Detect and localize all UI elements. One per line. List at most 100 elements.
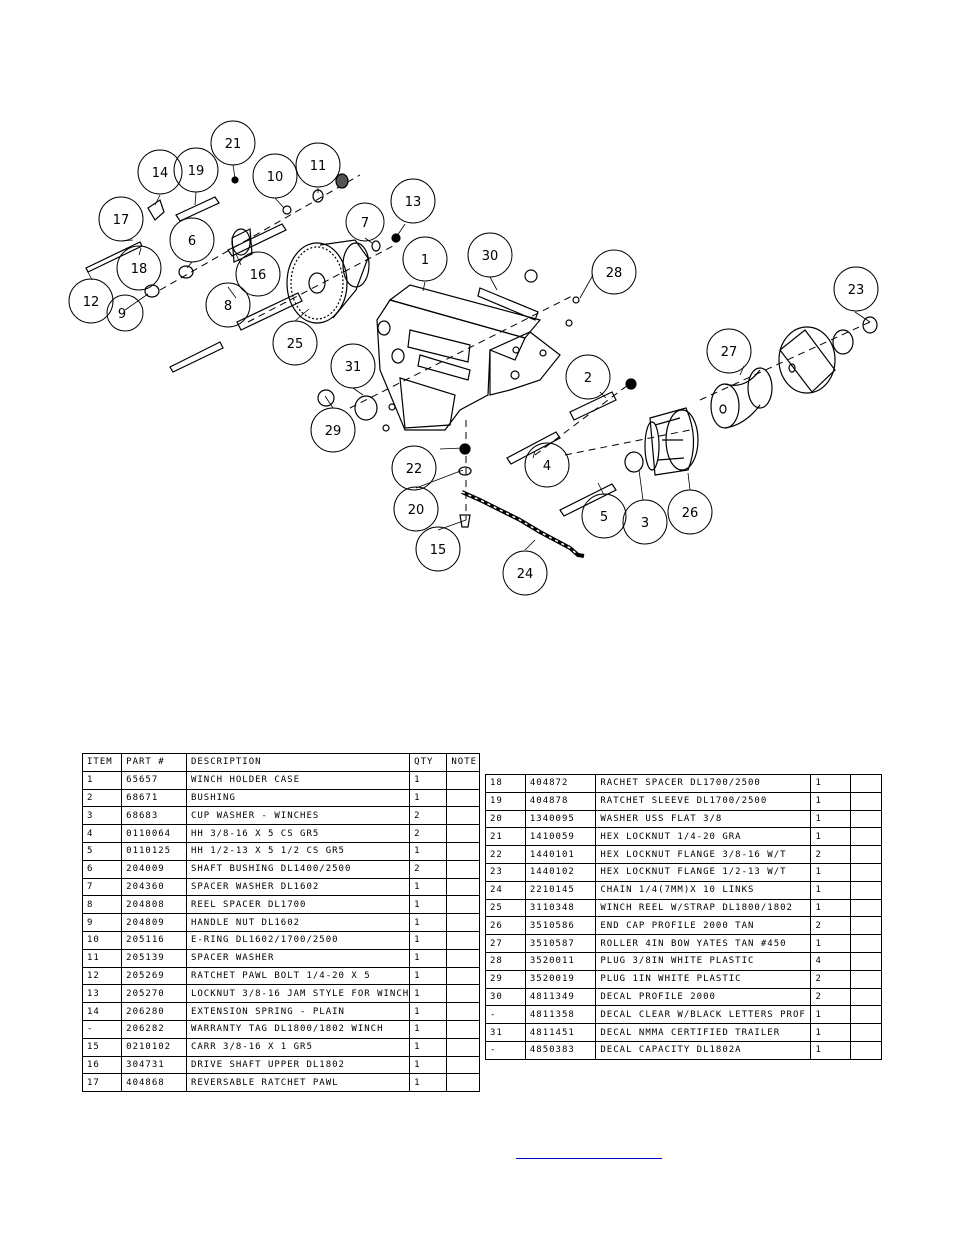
bow-rollers	[644, 326, 836, 476]
cell-description: RATCHET SLEEVE DL1700/2500	[595, 791, 812, 811]
cell-item: 21	[485, 827, 526, 847]
cell-qty: 1	[810, 1040, 852, 1060]
cell-qty: 1	[409, 877, 448, 897]
cell-item: 1	[81, 770, 123, 790]
callout-number: 5	[600, 510, 608, 525]
cell-part-number: 206282	[121, 1019, 187, 1039]
callout-number: 20	[408, 503, 425, 518]
cell-part-number: 0110064	[121, 824, 187, 843]
callout-numbers: 21 14 19 10 11 17 6 7 13 18 16 12 9 8 25…	[83, 137, 865, 582]
cell-item: 27	[485, 934, 526, 953]
cell-note	[850, 1040, 882, 1060]
cell-qty: 2	[409, 806, 448, 826]
cell-description: SPACER WASHER DL1602	[185, 877, 411, 897]
cell-part-number: 3110348	[524, 898, 597, 918]
cell-note	[446, 877, 480, 897]
cell-item: 4	[81, 824, 123, 843]
cell-part-number: 4811451	[524, 1023, 597, 1042]
callout-number: 14	[152, 166, 169, 181]
cell-part-number: 4850383	[524, 1040, 597, 1060]
cell-note	[850, 1023, 882, 1042]
cell-description: EXTENSION SPRING - PLAIN	[185, 1002, 411, 1021]
cell-qty: 1	[409, 770, 448, 790]
callout-number: 2	[584, 371, 592, 386]
cell-part-number: 0210102	[121, 1037, 187, 1057]
cell-item: 14	[81, 1002, 123, 1021]
cell-description: DECAL CAPACITY DL1802A	[595, 1040, 812, 1060]
header-part: PART #	[121, 753, 187, 772]
cell-item: 20	[485, 809, 526, 829]
cell-note	[446, 859, 480, 879]
callout-number: 6	[188, 234, 196, 249]
cell-description: HEX LOCKNUT FLANGE 3/8-16 W/T	[595, 845, 812, 864]
cell-qty: 1	[810, 791, 852, 811]
callout-number: 19	[188, 164, 205, 179]
cell-qty: 2	[810, 969, 852, 989]
callout-number: 24	[517, 567, 534, 582]
cell-description: PLUG 1IN WHITE PLASTIC	[595, 969, 812, 989]
cell-description: SHAFT BUSHING DL1400/2500	[185, 859, 411, 879]
cell-qty: 1	[810, 880, 852, 900]
cell-note	[850, 987, 882, 1007]
cell-description: REVERSABLE RATCHET PAWL	[185, 1073, 411, 1093]
cell-note	[850, 774, 882, 793]
cell-qty: 1	[409, 895, 448, 915]
callout-number: 3	[641, 516, 649, 531]
callout-number: 27	[721, 345, 738, 360]
cell-description: HH 1/2-13 X 5 1/2 CS GR5	[185, 841, 411, 861]
washers-and-nuts	[144, 173, 878, 528]
cell-note	[446, 930, 480, 950]
cell-note	[446, 966, 480, 986]
cell-qty: 1	[810, 827, 852, 847]
cell-note	[446, 984, 480, 1004]
cell-qty: 1	[409, 930, 448, 950]
cell-qty: 1	[409, 788, 448, 808]
cell-item: 15	[81, 1037, 123, 1057]
cell-item: 22	[485, 845, 526, 864]
cell-description: WARRANTY TAG DL1800/1802 WINCH	[185, 1019, 411, 1039]
cell-qty: 1	[409, 841, 448, 861]
cell-note	[446, 806, 480, 826]
cell-part-number: 1410059	[524, 827, 597, 847]
cell-item: 7	[81, 877, 123, 897]
cell-qty: 2	[810, 845, 852, 864]
cell-note	[446, 1073, 480, 1093]
cell-part-number: 3520019	[524, 969, 597, 989]
cell-note	[850, 898, 882, 918]
cell-part-number: 206280	[121, 1002, 187, 1021]
callout-number: 10	[267, 170, 284, 185]
cell-item: 28	[485, 951, 526, 971]
cell-qty: 1	[810, 1023, 852, 1042]
cell-qty: 2	[810, 916, 852, 936]
cell-qty: 2	[409, 859, 448, 879]
cell-part-number: 304731	[121, 1055, 187, 1075]
cell-qty: 1	[810, 934, 852, 953]
cell-qty: 2	[409, 824, 448, 843]
hyperlink-underline[interactable]	[516, 1158, 662, 1159]
cell-description: BUSHING	[185, 788, 411, 808]
cell-note	[850, 809, 882, 829]
callout-number: 17	[113, 213, 130, 228]
table-header-row: ITEM PART # DESCRIPTION QTY NOTE	[81, 753, 480, 772]
cell-item: 2	[81, 788, 123, 808]
cell-note	[446, 841, 480, 861]
cell-note	[850, 1005, 882, 1025]
callout-number: 21	[225, 137, 242, 152]
callout-number: 31	[345, 360, 362, 375]
